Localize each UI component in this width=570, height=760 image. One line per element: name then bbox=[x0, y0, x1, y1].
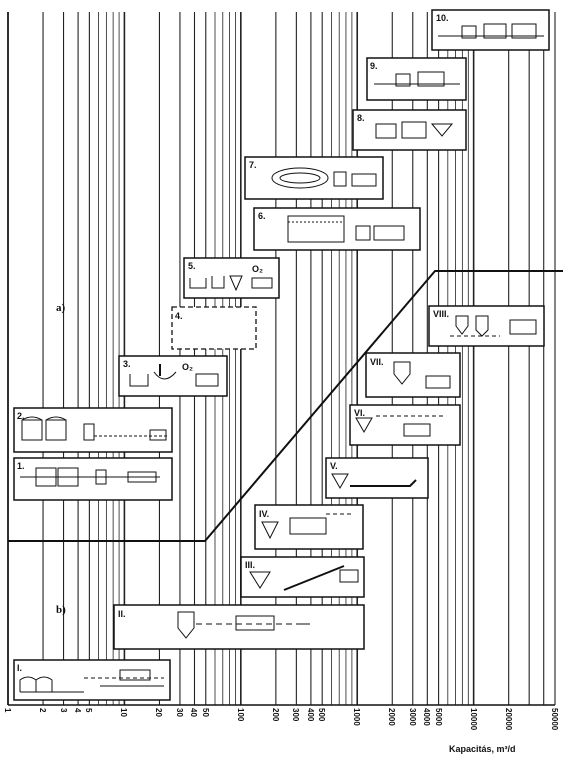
scheme-box-a3 bbox=[118, 355, 228, 397]
scheme-bVI-label: VI. bbox=[354, 408, 366, 418]
x-tick-label: 20000 bbox=[503, 708, 513, 731]
x-tick-label: 5000 bbox=[433, 708, 443, 726]
scheme-a8-label: 8. bbox=[357, 113, 365, 123]
x-tick-label: 400 bbox=[305, 708, 315, 722]
scheme-box-bVI bbox=[349, 404, 461, 446]
scheme-box-a10 bbox=[431, 9, 550, 51]
scheme-box-a2 bbox=[13, 407, 173, 453]
o2-mark-a5: O₂ bbox=[252, 264, 263, 274]
x-tick-label: 3000 bbox=[407, 708, 417, 726]
scheme-box-a8 bbox=[352, 109, 467, 151]
scheme-box-bVII bbox=[365, 352, 461, 398]
scheme-bV-label: V. bbox=[330, 461, 338, 471]
x-tick-label: 50000 bbox=[550, 708, 559, 731]
scheme-box-bIII bbox=[240, 556, 365, 598]
x-tick-label: 100 bbox=[235, 708, 245, 722]
o2-mark-a3: O₂ bbox=[182, 362, 193, 372]
scheme-a9-label: 9. bbox=[370, 61, 378, 71]
scheme-bIV-label: IV. bbox=[259, 509, 270, 519]
scheme-a5-label: 5. bbox=[188, 261, 196, 271]
x-tick-label: 50 bbox=[200, 708, 210, 717]
scheme-bVII-label: VII. bbox=[370, 357, 384, 367]
x-tick-label: 2000 bbox=[387, 708, 397, 726]
group-a-label: a) bbox=[56, 302, 66, 314]
scheme-box-bVIII bbox=[428, 305, 545, 347]
x-tick-label: 30 bbox=[174, 708, 184, 717]
group-b-label: b) bbox=[56, 604, 66, 616]
scheme-box-a6 bbox=[253, 207, 421, 251]
scheme-a2-label: 2. bbox=[17, 411, 25, 421]
x-tick-label: 300 bbox=[291, 708, 301, 722]
x-tick-label: 10 bbox=[119, 708, 129, 717]
x-tick-label: 2 bbox=[38, 708, 48, 713]
scheme-bIII-label: III. bbox=[245, 560, 256, 570]
scheme-a6-label: 6. bbox=[258, 211, 266, 221]
scheme-box-a7 bbox=[244, 156, 384, 200]
scheme-box-a9 bbox=[366, 57, 467, 101]
x-tick-label: 20 bbox=[154, 708, 164, 717]
scheme-box-a4 bbox=[171, 306, 257, 350]
chart-frame bbox=[7, 12, 555, 706]
scheme-box-bII bbox=[113, 604, 365, 650]
scheme-box-bIV bbox=[254, 504, 364, 550]
scheme-bII-label: II. bbox=[118, 609, 126, 619]
scheme-bVIII-label: VIII. bbox=[433, 309, 450, 319]
scheme-box-a1 bbox=[13, 457, 173, 501]
x-tick-label: 200 bbox=[270, 708, 280, 722]
scheme-a3-label: 3. bbox=[123, 359, 131, 369]
scheme-bI-label: I. bbox=[17, 663, 23, 673]
x-tick-label: 40 bbox=[189, 708, 199, 717]
x-tick-label: 10000 bbox=[468, 708, 478, 731]
x-tick-label: 1000 bbox=[352, 708, 362, 726]
scheme-a4-label: 4. bbox=[175, 311, 183, 321]
boundary-line bbox=[8, 270, 563, 542]
scheme-a10-label: 10. bbox=[436, 13, 449, 23]
x-tick-label: 4000 bbox=[422, 708, 432, 726]
x-tick-label: 1 bbox=[3, 708, 12, 713]
scheme-box-a5 bbox=[183, 257, 280, 299]
scheme-a1-label: 1. bbox=[17, 461, 25, 471]
scheme-a7-label: 7. bbox=[249, 160, 257, 170]
log-grid bbox=[7, 12, 556, 705]
x-tick-label: 3 bbox=[58, 708, 68, 713]
x-tick-label: 4 bbox=[73, 708, 83, 713]
x-tick-label: 500 bbox=[317, 708, 327, 722]
scheme-box-bV bbox=[325, 457, 429, 499]
scheme-box-bI bbox=[13, 659, 171, 701]
x-axis-label: Kapacitás, m³/d bbox=[449, 744, 516, 754]
x-tick-label: 5 bbox=[84, 708, 94, 713]
